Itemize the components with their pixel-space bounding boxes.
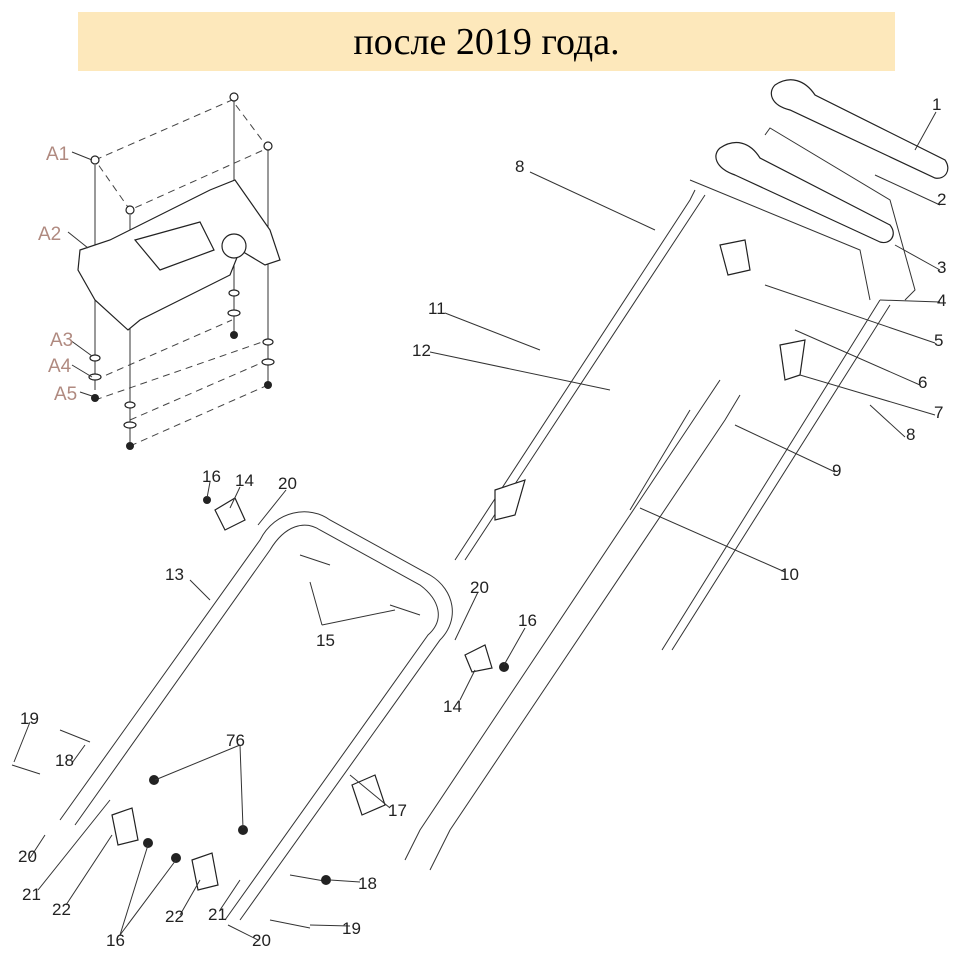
part-labels: 1 2 3 4 5 6 7 8 8 9 10 11 12 13 14 14 15…	[18, 95, 946, 950]
lower-handle	[11, 496, 509, 929]
label-A1: A1	[46, 144, 69, 165]
label-A4: A4	[48, 356, 72, 377]
title-text: после 2019 года.	[353, 20, 620, 63]
part-5	[719, 239, 751, 276]
part-17	[351, 774, 386, 816]
label-12: 12	[412, 341, 431, 360]
label-17: 17	[388, 801, 407, 820]
label-18-right: 18	[358, 874, 377, 893]
label-76: 76	[226, 731, 245, 750]
fasteners	[88, 92, 275, 450]
label-15: 15	[316, 631, 335, 650]
knob-22-bottom	[191, 852, 219, 891]
label-20-bottom: 20	[252, 931, 271, 950]
label-10: 10	[780, 565, 799, 584]
label-9: 9	[832, 461, 841, 480]
label-19-top: 19	[20, 709, 39, 728]
label-19-bottom: 19	[342, 919, 361, 938]
label-4: 4	[937, 291, 946, 310]
label-16-bottom: 16	[106, 931, 125, 950]
bracket-tray	[133, 221, 215, 271]
label-A2: A2	[38, 224, 61, 245]
label-8-right: 8	[906, 425, 915, 444]
label-A3: A3	[50, 330, 73, 351]
handle-bottom-left	[494, 479, 526, 521]
knob-22-left	[111, 807, 139, 846]
label-21-bottom: 21	[208, 905, 227, 924]
leader-lines	[13, 111, 941, 941]
label-7: 7	[934, 403, 943, 422]
label-20-mid: 20	[470, 578, 489, 597]
bracket-assembly	[67, 92, 281, 450]
bracket-hole	[221, 233, 247, 259]
label-8-top: 8	[515, 157, 524, 176]
title-banner: после 2019 года.	[78, 12, 895, 71]
label-2: 2	[937, 190, 946, 209]
label-18-left: 18	[55, 751, 74, 770]
label-16-top: 16	[202, 467, 221, 486]
label-A5: A5	[54, 384, 77, 405]
grip-2	[715, 141, 894, 244]
grip-1	[770, 79, 949, 179]
label-20-left: 20	[18, 847, 37, 866]
cables	[404, 379, 741, 871]
knob-14-top	[214, 497, 246, 531]
knob-14-bottom	[464, 644, 493, 673]
label-5: 5	[934, 331, 943, 350]
label-11: 11	[428, 299, 446, 318]
label-14-top: 14	[235, 471, 254, 490]
label-6: 6	[918, 373, 927, 392]
upper-handle	[454, 79, 949, 651]
label-22-bottom: 22	[165, 907, 184, 926]
label-1: 1	[932, 95, 941, 114]
label-21-left: 21	[22, 885, 41, 904]
part-7	[779, 339, 806, 381]
label-22-left: 22	[52, 900, 71, 919]
label-14-bottom: 14	[443, 697, 462, 716]
label-20-top: 20	[278, 474, 297, 493]
label-3: 3	[937, 258, 946, 277]
label-16-right: 16	[518, 611, 537, 630]
label-13: 13	[165, 565, 184, 584]
